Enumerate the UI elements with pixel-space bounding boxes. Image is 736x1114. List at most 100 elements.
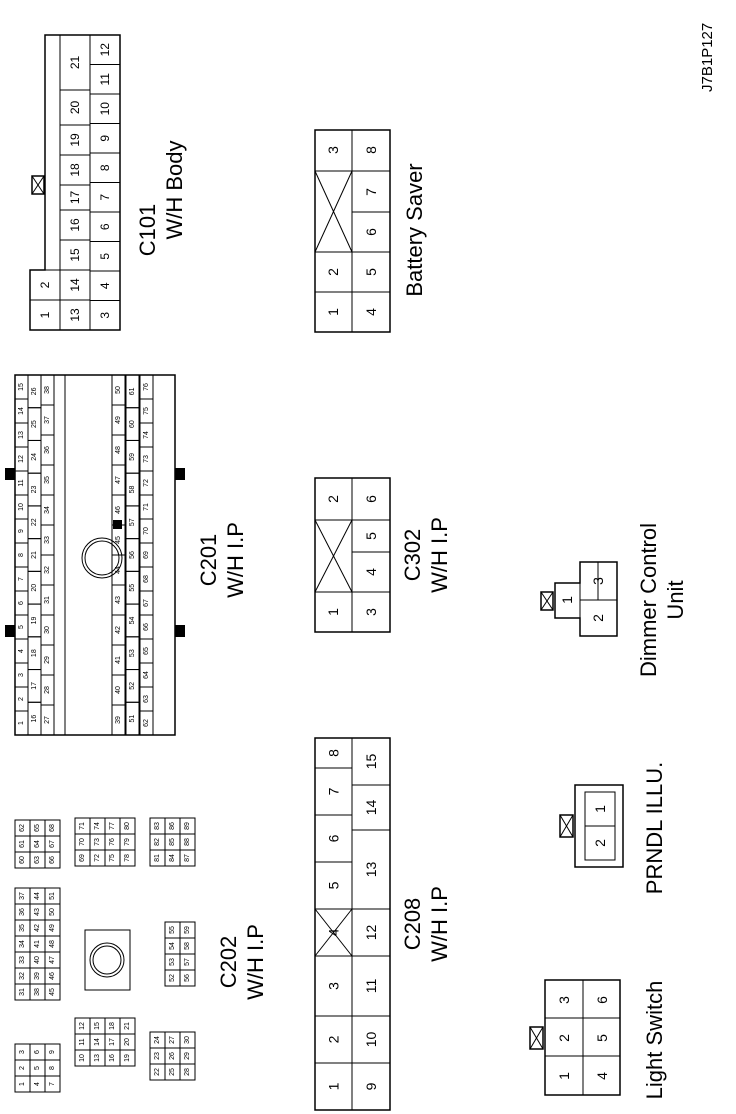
c201-pin: 33 — [44, 536, 51, 544]
c201-pin: 76 — [143, 383, 150, 391]
c202-pin: 30 — [184, 1036, 191, 1044]
c101-pin: 16 — [68, 218, 82, 232]
c101-pin: 21 — [68, 56, 82, 70]
c202-pin: 6 — [34, 1050, 41, 1054]
c202-pin: 16 — [109, 1054, 116, 1062]
battery-saver-pin: 8 — [363, 146, 379, 154]
light-switch-title: Light Switch — [642, 981, 667, 1100]
c202-pin: 31 — [19, 988, 26, 996]
c201-pin: 42 — [115, 626, 122, 634]
c201-pin: 59 — [129, 453, 136, 461]
connector-prndl-illu: 1 2 PRNDL ILLU. — [559, 762, 667, 894]
light-switch-pin: 1 — [556, 1072, 572, 1080]
c202-pin: 44 — [34, 892, 41, 900]
c202-pin: 34 — [19, 940, 26, 948]
c202-pin: 26 — [169, 1052, 176, 1060]
c201-pin: 36 — [44, 446, 51, 454]
c201-pin: 57 — [129, 518, 136, 526]
c202-pin: 74 — [94, 822, 101, 830]
dimmer-subtitle: Unit — [663, 580, 688, 619]
c202-pin: 14 — [94, 1038, 101, 1046]
c208-pin: 9 — [363, 1082, 379, 1090]
c202-pin: 42 — [34, 924, 41, 932]
dimmer-pin: 1 — [559, 596, 575, 604]
c202-pin: 3 — [19, 1050, 26, 1054]
c201-pin: 9 — [18, 529, 25, 533]
battery-saver-pin: 1 — [325, 308, 341, 316]
c208-pin: 5 — [326, 881, 342, 889]
c202-pin: 17 — [109, 1038, 116, 1046]
c201-pin: 62 — [143, 719, 150, 727]
c202-pin: 33 — [19, 956, 26, 964]
c101-pin: 6 — [98, 223, 112, 230]
c202-pin-cell — [179, 921, 196, 939]
c202-pin-cell — [119, 817, 136, 835]
c101-pin: 7 — [98, 194, 112, 201]
c202-pin: 84 — [169, 854, 176, 862]
c202-pin: 67 — [49, 840, 56, 848]
c202-pin: 53 — [169, 958, 176, 966]
c101-pin: 12 — [98, 43, 112, 57]
battery-saver-pin: 7 — [363, 188, 379, 196]
light-switch-pin: 5 — [594, 1034, 610, 1042]
c208-pin: 1 — [326, 1082, 342, 1090]
c201-pin: 18 — [31, 649, 38, 657]
c201-pin: 23 — [31, 486, 38, 494]
c208-pin: 3 — [326, 982, 342, 990]
c202-pin: 35 — [19, 924, 26, 932]
latch-icon — [529, 1026, 544, 1050]
battery-saver-pin: 3 — [325, 146, 341, 154]
c302-subtitle: W/H I.P — [427, 517, 452, 593]
c201-pin: 53 — [129, 649, 136, 657]
c201-pin: 55 — [129, 584, 136, 592]
connector-dimmer-control-unit: 1 2 3 Dimmer Control Unit — [540, 523, 688, 677]
c201-pin: 39 — [115, 716, 122, 724]
c201-pin: 65 — [143, 647, 150, 655]
c208-pin: 14 — [363, 800, 379, 816]
dimmer-title: Dimmer Control — [636, 523, 661, 677]
c201-pin: 71 — [143, 503, 150, 511]
c201-pin: 16 — [31, 715, 38, 723]
c101-pin: 9 — [98, 135, 112, 142]
c101-pin: 17 — [68, 191, 82, 205]
c202-pin: 81 — [154, 854, 161, 862]
c201-pin: 61 — [129, 387, 136, 395]
c201-pin: 52 — [129, 682, 136, 690]
c202-pin: 48 — [49, 940, 56, 948]
battery-saver-title: Battery Saver — [402, 163, 427, 296]
c202-pin: 65 — [34, 824, 41, 832]
c202-title: C202 — [216, 936, 241, 989]
c202-pin-cell — [119, 1017, 136, 1035]
c202-pin: 88 — [184, 838, 191, 846]
c201-pin: 50 — [115, 386, 122, 394]
c202-pin: 7 — [49, 1082, 56, 1086]
c202-pin-cell — [44, 887, 61, 905]
c201-pin: 72 — [143, 479, 150, 487]
c101-pin: 19 — [68, 133, 82, 147]
c101-pin: 11 — [98, 73, 112, 86]
c202-pin: 85 — [169, 838, 176, 846]
c302-pin: 2 — [325, 495, 341, 503]
c201-pin: 27 — [44, 716, 51, 724]
light-switch-pin: 4 — [594, 1072, 610, 1080]
c202-pin: 25 — [169, 1068, 176, 1076]
c202-pin: 77 — [109, 822, 116, 830]
c201-pin: 12 — [18, 455, 25, 463]
c101-pin: 5 — [98, 253, 112, 260]
c202-pin: 41 — [34, 940, 41, 948]
c201-pin: 51 — [129, 715, 136, 723]
c202-pin: 12 — [79, 1022, 86, 1030]
c202-pin: 45 — [49, 988, 56, 996]
c101-subtitle: W/H Body — [162, 140, 187, 239]
c202-pin: 29 — [184, 1052, 191, 1060]
connector-battery-saver: 1 2 3 4 5 6 7 8 Battery Saver — [314, 129, 427, 333]
c202-pin: 56 — [184, 974, 191, 982]
c202-pin: 86 — [169, 822, 176, 830]
latch-icon — [31, 175, 45, 195]
c202-pin: 80 — [124, 822, 131, 830]
c202-pin: 61 — [19, 840, 26, 848]
c202-pin: 50 — [49, 908, 56, 916]
c202-pin: 57 — [184, 958, 191, 966]
c201-pin: 40 — [115, 686, 122, 694]
